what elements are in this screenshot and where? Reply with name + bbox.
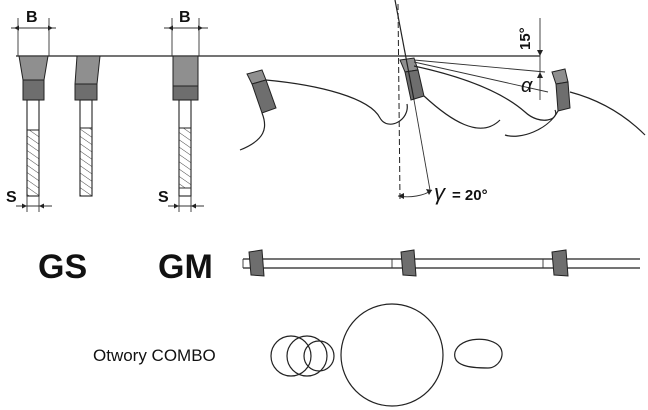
vertical-axis-dashed — [397, 3, 401, 201]
combo-label: Otwory COMBO — [93, 346, 216, 365]
b-label-left: B — [26, 9, 38, 26]
pin-hole — [454, 338, 503, 369]
alpha-label: α — [521, 75, 533, 97]
gm-carbide-tip — [172, 55, 199, 87]
center-bore — [340, 303, 444, 407]
gs-carbide-tip — [18, 55, 49, 81]
gamma-ray — [394, 0, 415, 101]
clearance-line — [413, 59, 546, 73]
gm-tooth — [164, 18, 208, 212]
tooth-profile-side-view — [239, 57, 646, 151]
angle-15-label: 15° — [517, 27, 534, 50]
gs-title: GS — [38, 248, 87, 286]
b-label-right: B — [179, 9, 191, 26]
s-label-left: S — [6, 189, 17, 206]
gs-tooth-right — [74, 55, 101, 197]
gs-tooth-left — [11, 18, 56, 212]
gm-title: GM — [158, 248, 213, 286]
s-label-right: S — [158, 189, 169, 206]
gamma-label: γ = 20° — [434, 180, 488, 205]
blade-top-view — [242, 249, 640, 277]
gs-carbide-tip-2 — [74, 55, 101, 85]
combo-holes — [270, 303, 503, 407]
